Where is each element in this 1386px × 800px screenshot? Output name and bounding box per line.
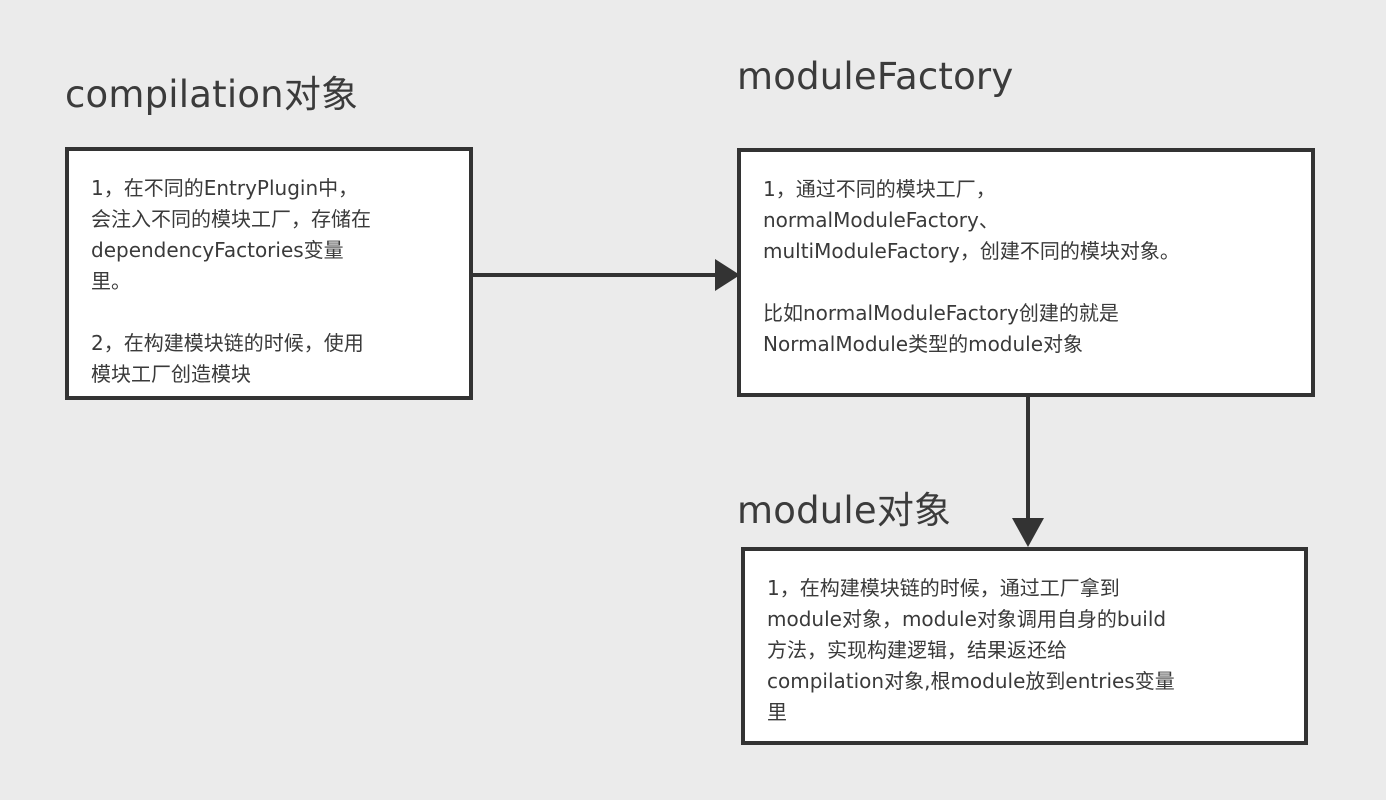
- node-paragraph: 比如normalModuleFactory创建的就是 NormalModule类…: [763, 301, 1119, 356]
- node-paragraph: 1，通过不同的模块工厂， normalModuleFactory、 multiM…: [763, 177, 1180, 263]
- node-paragraph: 2，在构建模块链的时候，使用 模块工厂创造模块: [91, 331, 364, 386]
- node-paragraph: 1，在不同的EntryPlugin中， 会注入不同的模块工厂，存储在 depen…: [91, 176, 371, 293]
- arrow-module-factory-to-module-object: [1012, 394, 1044, 547]
- arrow-compilation-to-module-factory: [470, 259, 740, 291]
- node-paragraph: 1，在构建模块链的时候，通过工厂拿到 module对象，module对象调用自身…: [767, 576, 1175, 724]
- node-box-compilation: 1，在不同的EntryPlugin中， 会注入不同的模块工厂，存储在 depen…: [65, 147, 473, 400]
- node-box-module-factory: 1，通过不同的模块工厂， normalModuleFactory、 multiM…: [737, 148, 1315, 397]
- heading-compilation-object: compilation对象: [65, 73, 359, 116]
- heading-module-object: module对象: [737, 489, 952, 532]
- node-box-module-object: 1，在构建模块链的时候，通过工厂拿到 module对象，module对象调用自身…: [741, 547, 1308, 745]
- node-body-compilation: 1，在不同的EntryPlugin中， 会注入不同的模块工厂，存储在 depen…: [69, 151, 469, 406]
- heading-module-factory: moduleFactory: [737, 55, 1014, 98]
- node-body-module-object: 1，在构建模块链的时候，通过工厂拿到 module对象，module对象调用自身…: [745, 551, 1304, 744]
- node-body-module-factory: 1，通过不同的模块工厂， normalModuleFactory、 multiM…: [741, 152, 1311, 376]
